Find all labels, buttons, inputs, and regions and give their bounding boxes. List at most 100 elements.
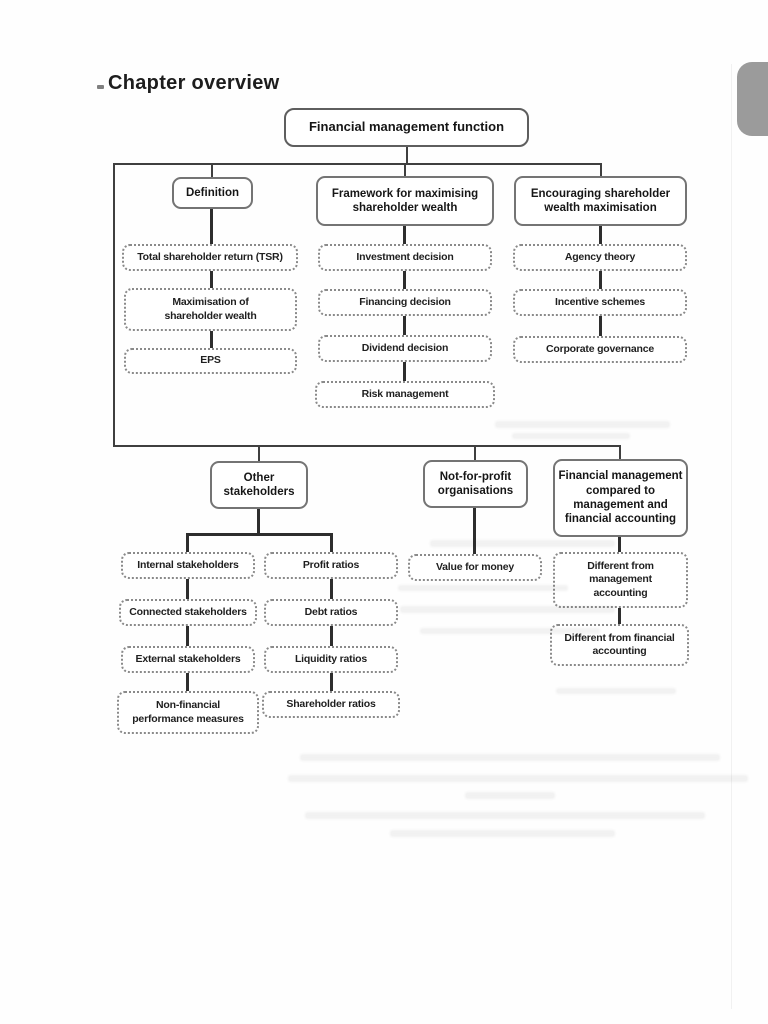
connector-line: [618, 537, 621, 552]
bleed-through-mark: [512, 433, 630, 439]
node-maximisation: Maximisation of shareholder wealth: [124, 288, 297, 331]
connector-line: [599, 226, 602, 244]
connector-line: [113, 445, 621, 447]
bleed-through-mark: [398, 585, 568, 591]
node-external-stakeholders: External stakeholders: [121, 646, 255, 673]
node-label: Financing decision: [359, 295, 451, 308]
connector-line: [211, 165, 213, 177]
node-different-from-financial: Different from financial accounting: [550, 624, 689, 666]
node-other-stakeholders: Other stakeholders: [210, 461, 308, 509]
node-label: Corporate governance: [545, 342, 655, 355]
connector-line: [330, 673, 333, 691]
connector-line: [186, 533, 333, 536]
bleed-through-mark: [556, 688, 676, 694]
node-value-for-money: Value for money: [408, 554, 542, 581]
connector-line: [406, 147, 408, 164]
node-investment-decision: Investment decision: [318, 244, 492, 271]
node-connected-stakeholders: Connected stakeholders: [119, 599, 257, 626]
node-non-financial-measures: Non-financial performance measures: [117, 691, 259, 734]
node-profit-ratios: Profit ratios: [264, 552, 398, 579]
node-label: External stakeholders: [135, 652, 241, 665]
connector-line: [403, 226, 406, 244]
node-label: Debt ratios: [304, 605, 358, 618]
node-label: Incentive schemes: [555, 295, 645, 308]
node-label: Framework for maximising shareholder wea…: [331, 187, 479, 214]
node-label: Total shareholder return (TSR): [137, 250, 283, 263]
bleed-through-mark: [420, 628, 600, 634]
node-risk-management: Risk management: [315, 381, 495, 408]
connector-line: [618, 608, 621, 624]
connector-line: [403, 362, 406, 381]
chapter-overview-heading: Chapter overview: [108, 72, 280, 94]
node-label: Value for money: [435, 560, 515, 573]
node-label: Other stakeholders: [223, 471, 295, 498]
connector-line: [113, 165, 115, 445]
bleed-through-mark: [300, 754, 720, 761]
node-fm-compared: Financial management compared to managem…: [553, 459, 688, 537]
node-label: Not-for-profit organisations: [437, 470, 514, 497]
connector-line: [186, 673, 189, 691]
node-internal-stakeholders: Internal stakeholders: [121, 552, 255, 579]
connector-line: [330, 626, 333, 646]
connector-line: [599, 316, 602, 336]
node-label: Different from financial accounting: [564, 631, 675, 657]
node-label: Investment decision: [356, 250, 454, 263]
connector-line: [257, 509, 260, 533]
node-definition: Definition: [172, 177, 253, 209]
node-tsr: Total shareholder return (TSR): [122, 244, 298, 271]
node-label: Internal stakeholders: [137, 558, 239, 571]
connector-line: [619, 447, 621, 459]
connector-line: [113, 163, 602, 165]
bleed-through-mark: [305, 812, 705, 819]
connector-line: [330, 533, 333, 552]
print-artifact: [97, 85, 104, 89]
connector-line: [403, 271, 406, 289]
page-edge-tab: [737, 62, 768, 136]
page-edge-line: [731, 64, 732, 1009]
node-financing-decision: Financing decision: [318, 289, 492, 316]
connector-line: [210, 209, 213, 244]
node-encouraging: Encouraging shareholder wealth maximisat…: [514, 176, 687, 226]
connector-line: [599, 271, 602, 289]
node-label: Liquidity ratios: [294, 652, 368, 665]
connector-line: [600, 165, 602, 176]
node-label: Profit ratios: [302, 558, 360, 571]
node-corporate-governance: Corporate governance: [513, 336, 687, 363]
node-financial-management-function: Financial management function: [284, 108, 529, 147]
node-label: EPS: [200, 354, 221, 367]
bleed-through-mark: [400, 606, 615, 613]
node-incentive-schemes: Incentive schemes: [513, 289, 687, 316]
bleed-through-mark: [288, 775, 748, 782]
node-label: Financial management compared to managem…: [558, 470, 683, 526]
node-label: Non-financial performance measures: [132, 699, 244, 725]
node-agency-theory: Agency theory: [513, 244, 687, 271]
bleed-through-mark: [430, 540, 615, 547]
connector-line: [258, 447, 260, 461]
connector-line: [210, 271, 213, 288]
connector-line: [210, 331, 213, 348]
connector-line: [186, 579, 189, 599]
connector-line: [474, 447, 476, 460]
node-liquidity-ratios: Liquidity ratios: [264, 646, 398, 673]
node-not-for-profit: Not-for-profit organisations: [423, 460, 528, 508]
bleed-through-mark: [465, 792, 555, 799]
node-label: Risk management: [361, 387, 449, 400]
bleed-through-mark: [390, 830, 615, 837]
node-label: Maximisation of shareholder wealth: [164, 296, 257, 322]
connector-line: [186, 533, 189, 552]
node-label: Agency theory: [564, 250, 636, 263]
node-debt-ratios: Debt ratios: [264, 599, 398, 626]
connector-line: [404, 165, 406, 176]
connector-line: [403, 316, 406, 335]
node-different-from-management: Different from management accounting: [553, 552, 688, 608]
node-eps: EPS: [124, 348, 297, 374]
node-label: Different from management accounting: [587, 560, 654, 599]
bleed-through-mark: [495, 421, 670, 428]
node-framework: Framework for maximising shareholder wea…: [316, 176, 494, 226]
node-label: Connected stakeholders: [129, 605, 247, 618]
connector-line: [330, 579, 333, 599]
node-label: Dividend decision: [361, 341, 449, 354]
node-label: Encouraging shareholder wealth maximisat…: [530, 187, 671, 214]
connector-line: [186, 626, 189, 646]
